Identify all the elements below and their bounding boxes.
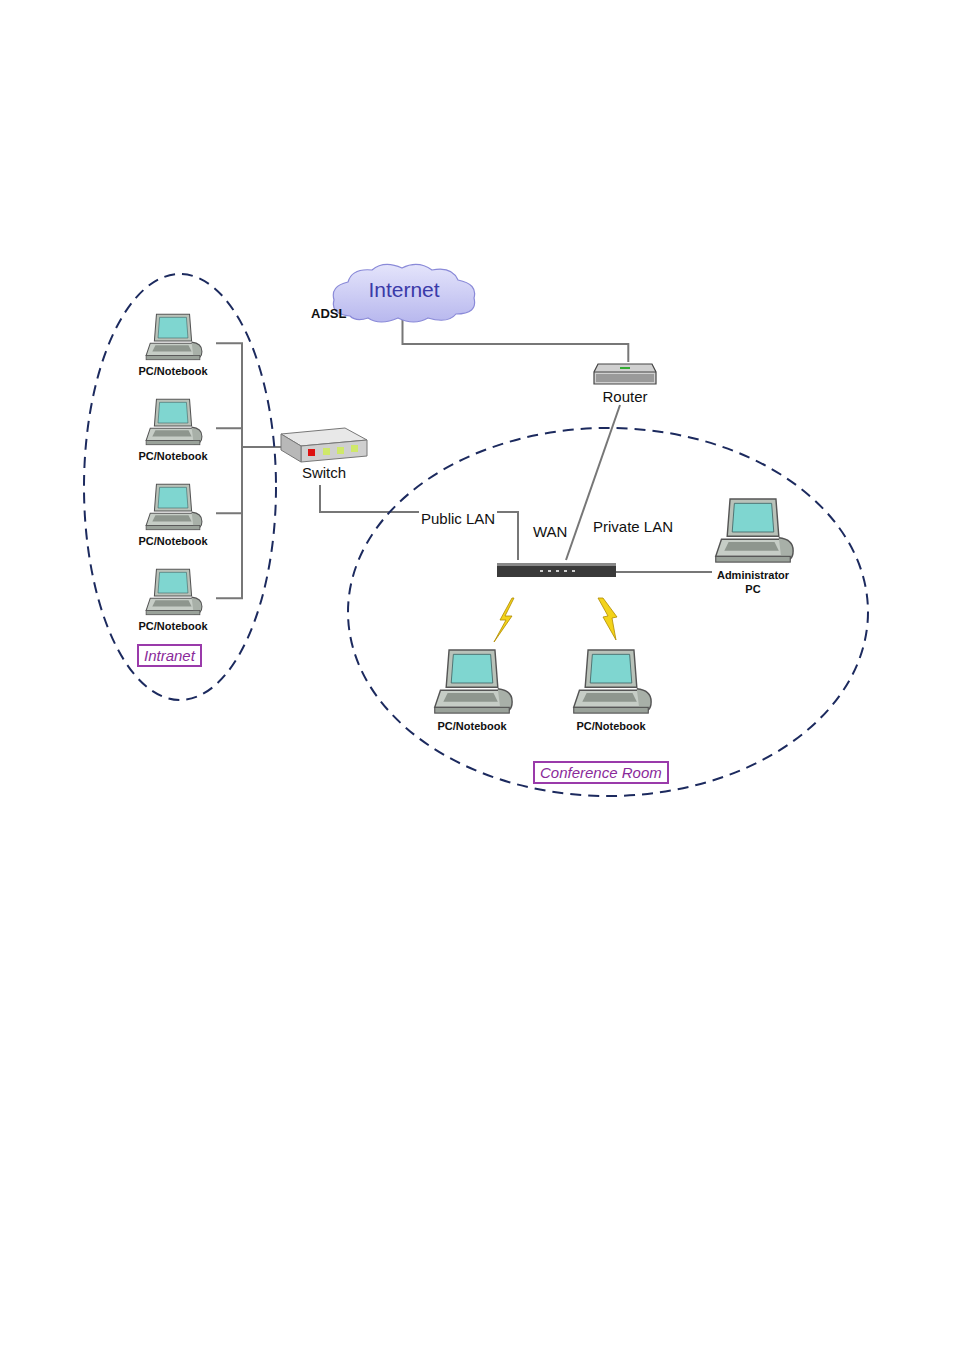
laptop-icon xyxy=(142,567,204,619)
laptop-icon xyxy=(568,647,654,719)
link-label: Public LAN xyxy=(419,510,497,527)
link-label: ADSL xyxy=(309,306,348,321)
private-lan-wire xyxy=(616,571,712,573)
link-label: WAN xyxy=(531,523,569,540)
zone-region: Conference Room Administrator PC PC/Notebo… xyxy=(346,426,870,798)
cloud-node: Internet xyxy=(328,262,480,324)
device-node: PC/Notebook xyxy=(424,647,520,739)
network-link xyxy=(216,428,281,447)
network-link xyxy=(403,320,629,362)
laptop-icon xyxy=(142,482,204,534)
wireless-bolt xyxy=(494,598,617,642)
device-node: PC/Notebook xyxy=(130,397,216,467)
pc-label: PC/Notebook xyxy=(565,719,657,733)
zone-label: Intranet xyxy=(137,644,202,667)
laptop-icon xyxy=(710,496,796,568)
gateway-device xyxy=(497,563,616,577)
device-node: Switch xyxy=(276,426,372,488)
cloud-label: Internet xyxy=(328,278,480,302)
laptop-icon xyxy=(142,312,204,364)
device-node: PC/Notebook xyxy=(130,312,216,382)
dashed-ellipse xyxy=(346,426,870,798)
link-label: Private LAN xyxy=(591,518,675,535)
laptop-icon xyxy=(142,397,204,449)
network-link xyxy=(216,447,281,598)
device-node: PC/Notebook xyxy=(130,482,216,552)
switch-icon xyxy=(279,426,369,464)
pc-label: PC/Notebook xyxy=(132,619,214,633)
public-lan-wire xyxy=(320,485,518,560)
device-node: Router xyxy=(588,362,662,412)
pc-label: PC/Notebook xyxy=(426,719,518,733)
zone-label: Conference Room xyxy=(533,761,669,784)
router-icon xyxy=(592,362,658,388)
pc-label: PC/Notebook xyxy=(132,534,214,548)
device-label: Router xyxy=(588,388,662,405)
network-link xyxy=(216,447,281,513)
network-link xyxy=(216,343,281,447)
wan-wire xyxy=(566,405,620,560)
device-node: PC/Notebook xyxy=(130,567,216,637)
zone-region: IntranetPC/NotebookPC/NotebookPC/Noteboo… xyxy=(82,272,278,702)
device-node: Administrator PC xyxy=(703,496,803,600)
device-node: PC/Notebook xyxy=(563,647,659,739)
pc-label: Administrator PC xyxy=(711,568,795,596)
pc-label: PC/Notebook xyxy=(132,449,214,463)
laptop-icon xyxy=(429,647,515,719)
pc-label: PC/Notebook xyxy=(132,364,214,378)
device-label: Switch xyxy=(276,464,372,481)
